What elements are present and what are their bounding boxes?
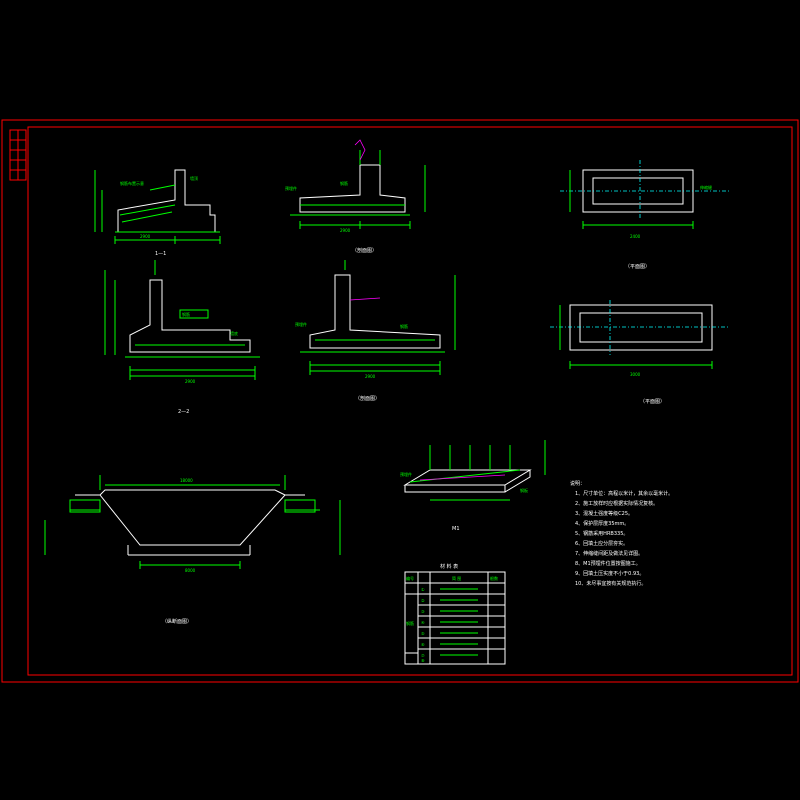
note-item: 2、施工放样时应根据实际情况复核。 [575, 500, 658, 507]
svg-text:2900: 2900 [140, 234, 151, 239]
svg-text:钢筋: 钢筋 [182, 311, 190, 317]
note-item: 5、钢筋采用HRB335。 [575, 530, 628, 537]
note-item: 6、回填土应分层夯实。 [575, 540, 628, 547]
table-header-sketch: 简 图 [452, 575, 461, 581]
svg-text:钢筋: 钢筋 [400, 323, 408, 329]
notes-heading: 说明： [570, 480, 585, 487]
note-item: 10、未尽事宜按有关规范执行。 [575, 580, 646, 587]
section-1-1: 钢筋布置示意 墙顶 2900 1—1 [94, 169, 221, 257]
table-row: ③ [421, 609, 425, 614]
svg-text:墙顶: 墙顶 [190, 175, 198, 181]
note-item: 9、回填土压实度不小于0.93。 [575, 570, 644, 577]
svg-text:18000: 18000 [180, 478, 193, 483]
label-elevation-1: （剖面图） [352, 247, 377, 254]
label-section-1-1: 1—1 [155, 251, 166, 257]
label-long-section: （纵断面图） [162, 618, 192, 625]
svg-text:预埋件: 预埋件 [295, 321, 307, 327]
material-table: 材 料 表 编号 简 图 根数 钢筋 ① ② ③ ④ ⑤ ⑥ ⑦ ⑧ [404, 563, 506, 665]
table-group-label: 钢筋 [406, 620, 414, 626]
table-row: ⑧ [421, 658, 425, 663]
svg-text:钢筋布置示意: 钢筋布置示意 [120, 180, 144, 186]
svg-text:钢板: 钢板 [520, 487, 528, 493]
note-item: 1、尺寸单位：高程以米计，其余以毫米计。 [575, 490, 673, 497]
svg-text:墙底: 墙底 [230, 330, 238, 336]
plan-2: 3000 （平面图） [550, 300, 730, 405]
table-row: ② [421, 598, 425, 603]
svg-text:2900: 2900 [340, 228, 351, 233]
long-section: 18000 8000 （纵断面图） [44, 475, 341, 625]
label-detail-m1: M1 [452, 526, 460, 532]
label-plan-2: （平面图） [640, 399, 665, 405]
note-item: 4、保护层厚度35mm。 [575, 520, 629, 527]
label-section-2-2: 2—2 [178, 409, 189, 415]
svg-text:8000: 8000 [185, 568, 196, 573]
table-header-no: 编号 [406, 575, 414, 581]
svg-text:预埋件: 预埋件 [285, 185, 297, 191]
svg-text:钢筋: 钢筋 [340, 180, 348, 186]
svg-text:2900: 2900 [185, 379, 196, 384]
svg-text:伸缩缝: 伸缩缝 [700, 184, 712, 190]
elevation-top: 预埋件 钢筋 2900 （剖面图） [285, 139, 426, 254]
note-item: 7、伸缩缝间距及做法见详图。 [575, 550, 643, 557]
detail-m1: 预埋件 钢板 M1 [400, 440, 546, 532]
section-2-2: 钢筋 墙底 2900 2—2 [104, 260, 260, 415]
table-row: ④ [421, 620, 425, 625]
notes: 说明： 1、尺寸单位：高程以米计，其余以毫米计。 2、施工放样时应根据实际情况复… [570, 480, 673, 587]
drawing-frame [1, 119, 799, 683]
plan-1: 2400 伸缩缝 （平面图） [560, 160, 730, 270]
note-item: 3、混凝土强度等级C25。 [575, 510, 633, 517]
note-item: 8、M1预埋件位置按图施工。 [575, 560, 641, 567]
table-row: ⑦ [421, 653, 425, 658]
svg-text:3000: 3000 [630, 372, 641, 377]
label-elevation-2: （剖面图） [355, 395, 380, 402]
svg-text:2400: 2400 [630, 234, 641, 239]
table-row: ⑥ [421, 642, 425, 647]
table-header-count: 根数 [490, 575, 498, 581]
elevation-mid: 预埋件 钢筋 2900 （剖面图） [295, 260, 456, 402]
table-title: 材 料 表 [440, 563, 458, 570]
svg-text:预埋件: 预埋件 [400, 471, 412, 477]
table-row: ⑤ [421, 631, 425, 636]
table-row: ① [421, 587, 425, 592]
label-plan-1: （平面图） [625, 264, 650, 270]
svg-text:2900: 2900 [365, 374, 376, 379]
